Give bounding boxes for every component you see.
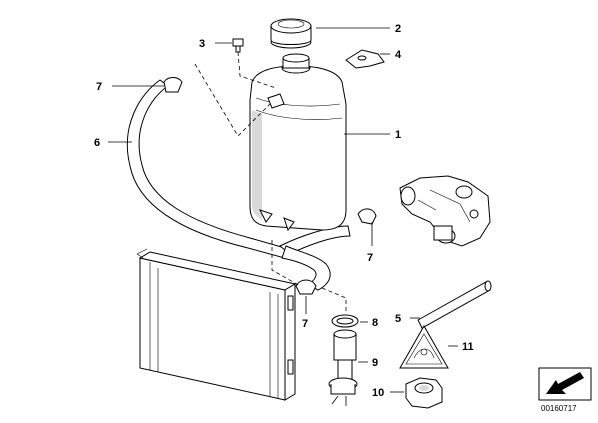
direction-arrow-icon: [546, 372, 584, 394]
leader-lines: [108, 27, 458, 393]
view-arrow-box: [538, 367, 592, 401]
hex-nut: [405, 377, 443, 409]
bracket: [345, 49, 385, 69]
callout-4: 4: [395, 49, 402, 61]
callout-6: 6: [94, 137, 100, 149]
callout-5: 5: [395, 313, 401, 325]
callout-7-bottom: 7: [302, 318, 308, 330]
hose-clamp-top: [163, 77, 183, 93]
callout-11: 11: [462, 341, 474, 353]
callout-10: 10: [372, 387, 384, 399]
callout-1: 1: [395, 129, 401, 141]
callout-3: 3: [199, 38, 205, 50]
cap: [270, 18, 312, 49]
callout-7-top: 7: [96, 81, 102, 93]
reference-number: 00160717: [541, 404, 577, 413]
sealing-ring: [331, 314, 359, 328]
hose-section: [417, 280, 492, 329]
expansion-tank: [249, 53, 347, 232]
radiator: [136, 248, 297, 401]
hose-6: [126, 79, 351, 291]
temperature-sensor: [328, 329, 358, 406]
hose-clamp-bottom: [295, 279, 317, 295]
hose-clamp-right: [357, 208, 377, 225]
warning-label: [399, 324, 449, 369]
callout-7-right: 7: [367, 252, 373, 264]
callout-9: 9: [372, 357, 378, 369]
water-pump: [399, 175, 491, 247]
bolt: [232, 38, 244, 53]
callout-8: 8: [372, 317, 378, 329]
callout-2: 2: [395, 23, 401, 35]
